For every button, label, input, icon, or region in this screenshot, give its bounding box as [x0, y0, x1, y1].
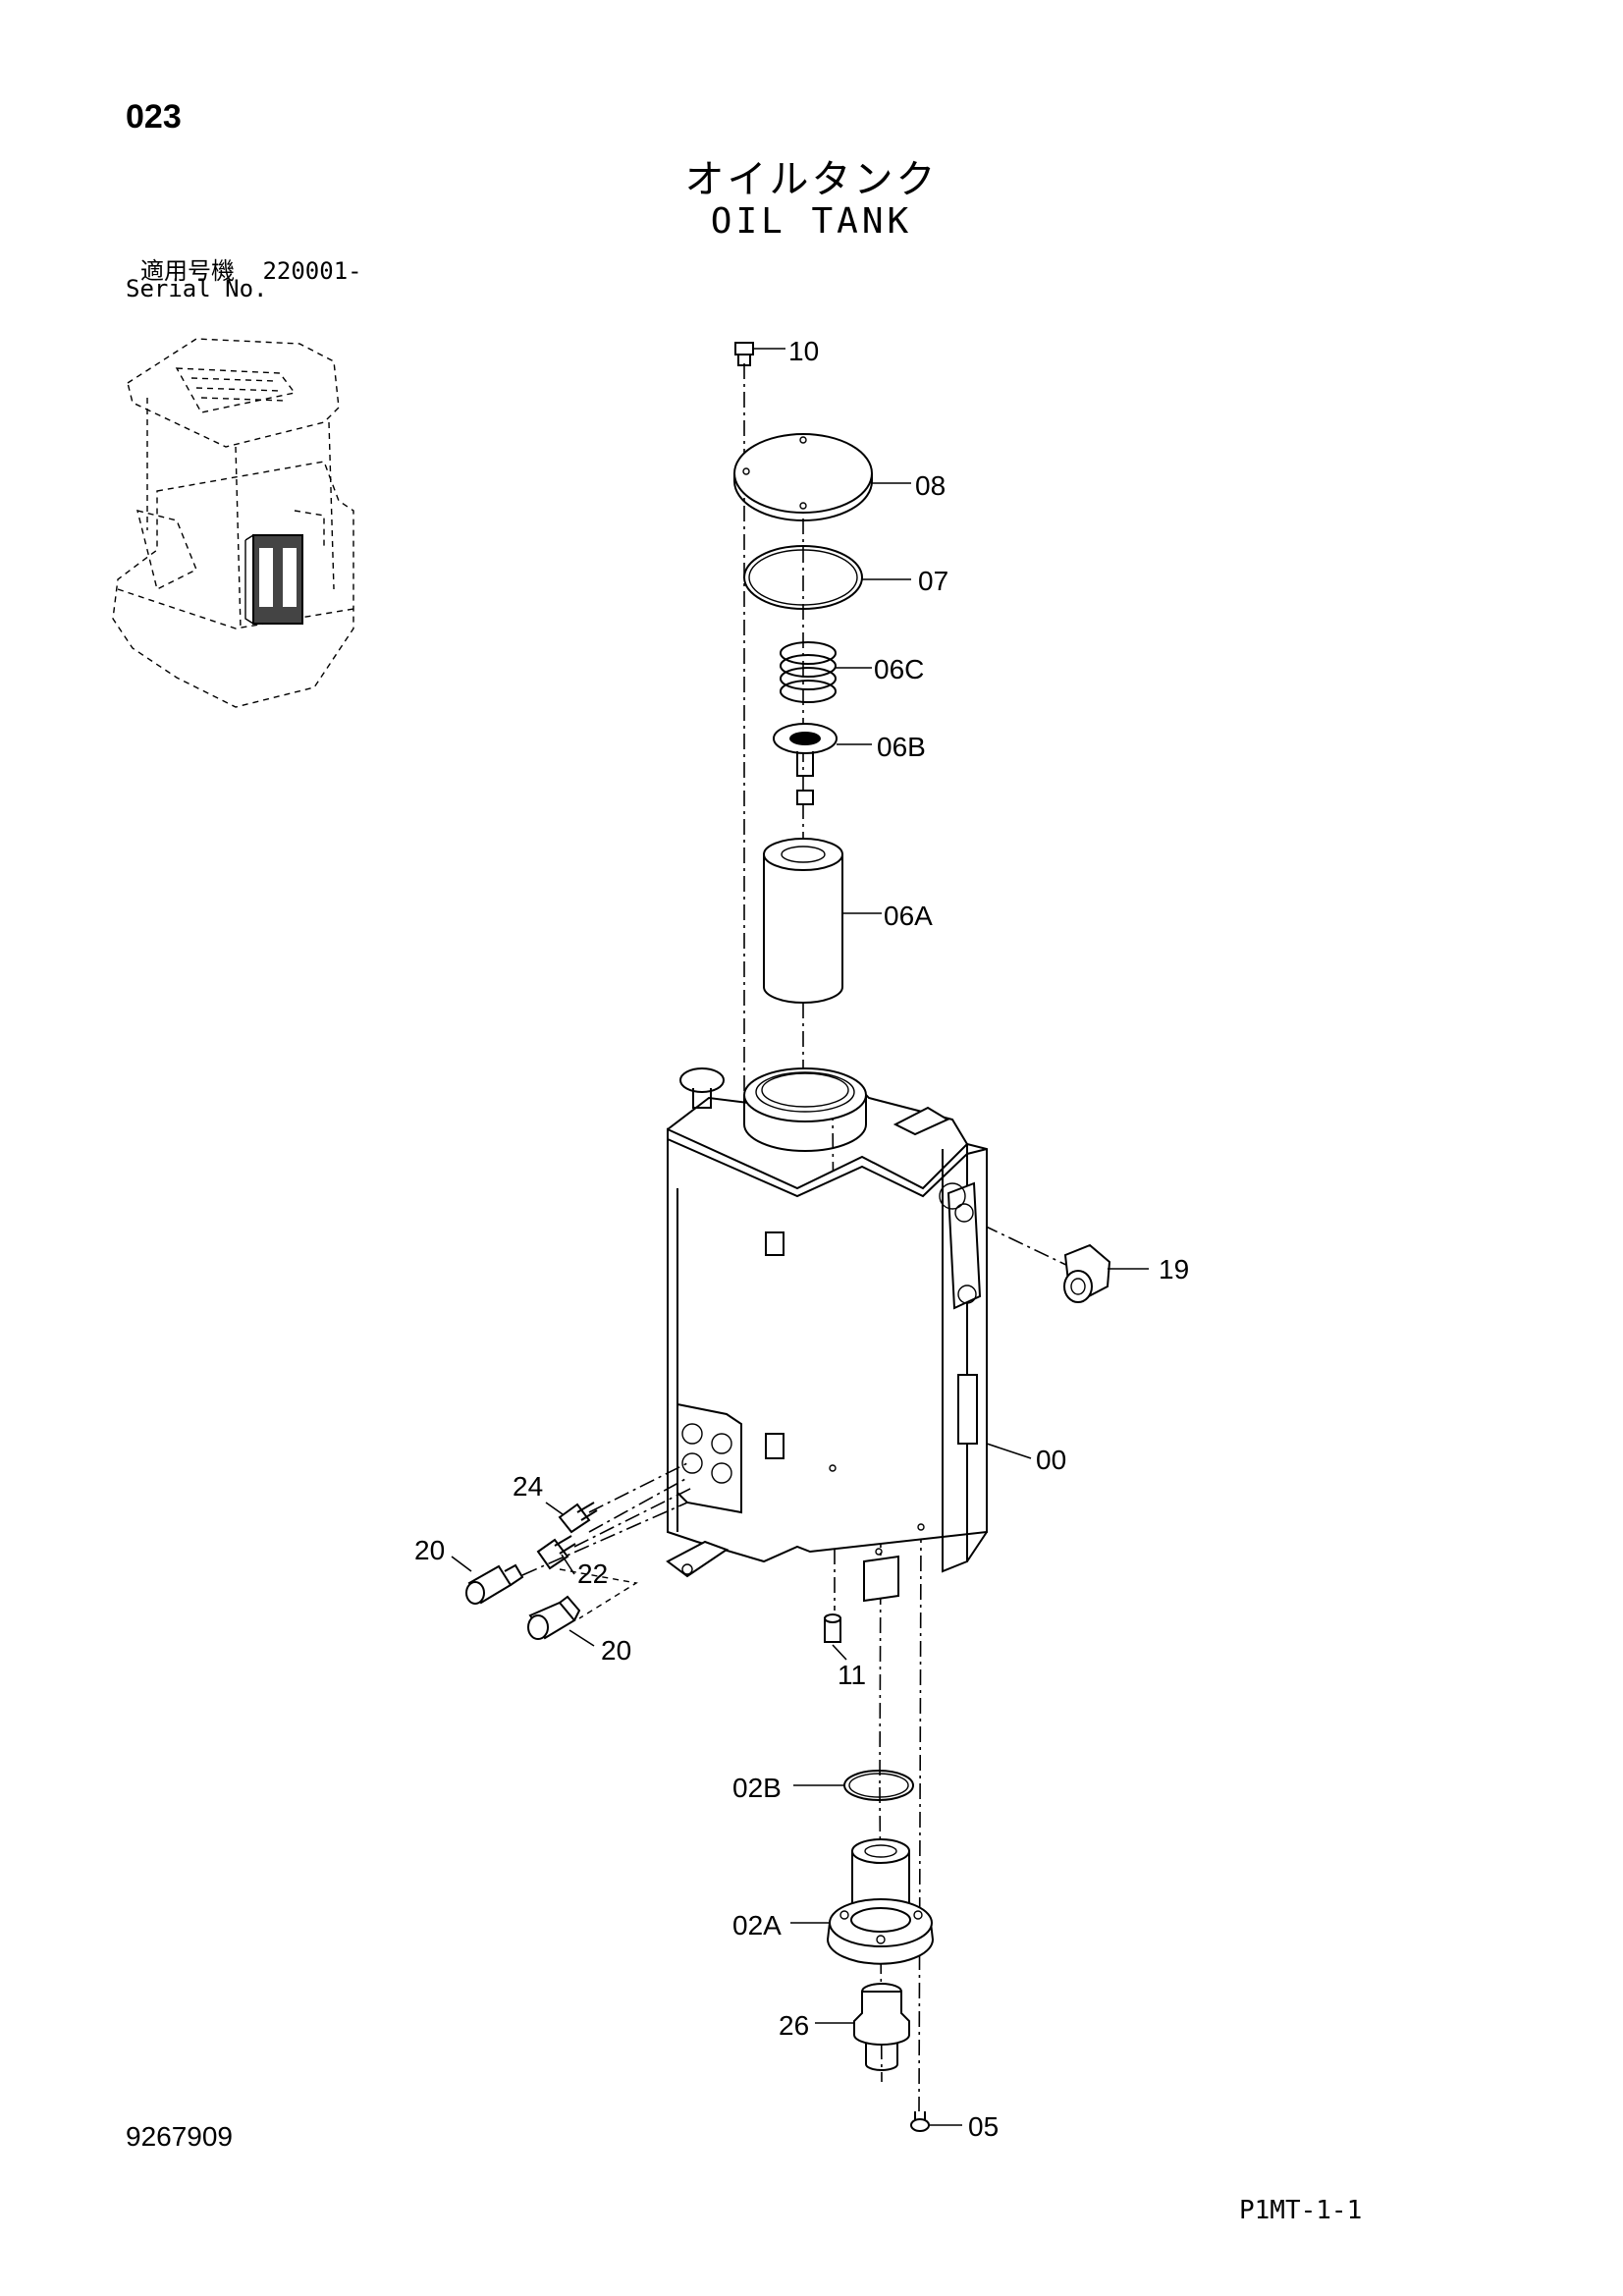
title-japanese: オイルタンク [684, 157, 939, 202]
locator-thumbnail [112, 338, 354, 708]
serial-applicability: 適用号機 220001- [140, 251, 362, 286]
callout-20-lower: 20 [601, 1635, 631, 1666]
part-02b-o-ring [843, 1770, 914, 1801]
callout-20-upper: 20 [414, 1535, 445, 1565]
serial-label-japanese: 適用号機 [140, 257, 235, 285]
part-19-elbow-fitting [1063, 1243, 1111, 1303]
callout-11: 11 [838, 1660, 866, 1690]
callout-10: 10 [788, 336, 819, 366]
part-26-adapter [853, 1983, 910, 2071]
part-24-fitting [558, 1502, 598, 1534]
callout-00: 00 [1036, 1445, 1066, 1475]
callout-26: 26 [779, 2010, 809, 2041]
callouts: 10 08 07 06C 06B 06A 19 00 24 20 22 20 1… [414, 336, 1189, 2142]
callout-19: 19 [1159, 1254, 1189, 1285]
title-english: OIL TANK [710, 201, 913, 242]
page-code: P1MT-1-1 [1239, 2196, 1363, 2225]
part-20-connector-lower [527, 1595, 581, 1640]
part-05-bolt [910, 2111, 930, 2132]
serial-range: 220001- [262, 257, 362, 285]
serial-label-english: Serial No. [126, 275, 268, 302]
part-07-o-ring [743, 545, 863, 610]
part-06b-valve [773, 723, 838, 805]
part-00-oil-tank [666, 1067, 988, 1603]
part-11-plug [824, 1613, 841, 1643]
callout-02b: 02B [732, 1773, 782, 1803]
callout-06b: 06B [877, 732, 926, 762]
leader-lines [451, 348, 1149, 2126]
part-20-connector-upper [465, 1563, 524, 1605]
part-08-cover [733, 433, 873, 521]
drawing-number: 9267909 [126, 2121, 234, 2152]
part-02a-suction-flange [826, 1838, 935, 1965]
callout-02a: 02A [732, 1910, 782, 1941]
callout-05: 05 [968, 2111, 999, 2142]
part-10-bolt [734, 342, 754, 366]
callout-24: 24 [513, 1471, 543, 1502]
part-22-fitting [536, 1535, 576, 1570]
callout-06a: 06A [884, 901, 933, 931]
callout-22: 22 [577, 1558, 608, 1589]
callout-08: 08 [915, 470, 946, 501]
callout-07: 07 [918, 566, 948, 596]
part-06a-filter-element [763, 838, 843, 1004]
part-06c-spring [780, 641, 837, 703]
callout-06c: 06C [874, 654, 924, 684]
fitting-axes [521, 1462, 693, 1619]
page-number: 023 [126, 98, 182, 136]
